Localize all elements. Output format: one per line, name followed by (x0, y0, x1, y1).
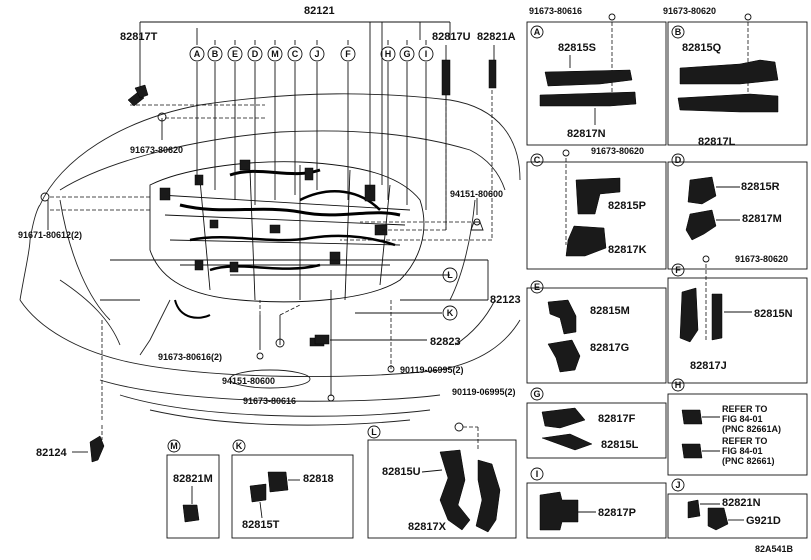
panel-H-ref1-line1: REFER TO (722, 404, 767, 414)
callout-circles: A B E D M C J F H G I L K (189, 46, 458, 321)
panel-F-part1: 82815N (754, 308, 793, 320)
panel-I-letter: I (536, 469, 539, 479)
engine-wire-harness (149, 159, 425, 347)
panel-K-part2: 82815T (242, 519, 280, 531)
label-82823: 82823 (430, 336, 461, 348)
label-94151-80600-right: 94151-80600 (450, 189, 503, 199)
label-91671-80612: 91671-80612(2) (18, 230, 82, 240)
callout-G: G (403, 49, 410, 59)
panel-C-bolt: 91673-80620 (591, 146, 644, 156)
panel-J-part1: 82821N (722, 497, 761, 509)
callout-D: D (252, 49, 259, 59)
panel-C-part1: 82815P (608, 200, 646, 212)
callout-A: A (194, 49, 201, 59)
label-91673-80616: 91673-80616 (243, 396, 296, 406)
callout-H: H (385, 49, 392, 59)
panel-A-part2: 82817N (567, 128, 606, 140)
panel-H-ref2-line1: REFER TO (722, 436, 767, 446)
label-82124: 82124 (36, 447, 67, 459)
callout-J: J (314, 49, 319, 59)
panel-K: K 82818 82815T (231, 439, 354, 539)
panel-D-part1: 82815R (741, 181, 780, 193)
panel-H-ref1-line3: (PNC 82661A) (722, 424, 781, 434)
panel-I: I 82817P (526, 467, 667, 539)
vehicle-body-outline (19, 93, 521, 426)
label-91673-80620-main: 91673-80620 (130, 145, 183, 155)
panel-I-part1: 82817P (598, 507, 636, 519)
panel-G-part1: 82817F (598, 413, 636, 425)
panel-A-part1: 82815S (558, 42, 596, 54)
panel-E-part2: 82817G (590, 342, 629, 354)
panel-H-ref2-line3: (PNC 82661) (722, 456, 775, 466)
callout-F: F (345, 49, 351, 59)
callout-I: I (425, 49, 428, 59)
panel-H-ref2-line2: FIG 84-01 (722, 446, 763, 456)
label-94151-80600-bottom: 94151-80600 (222, 376, 275, 386)
panel-D: D 82815R 82817M (667, 153, 808, 270)
panel-A: 91673-80616 A 82815S 82817N (526, 6, 667, 146)
label-82121: 82121 (304, 5, 335, 17)
label-82817T: 82817T (120, 31, 158, 43)
callout-C: C (292, 49, 299, 59)
panel-C-letter: C (534, 155, 541, 165)
callout-E: E (232, 49, 238, 59)
panel-K-part1: 82818 (303, 473, 334, 485)
diagram-code: 82A541B (755, 544, 794, 554)
label-90119-06995-b: 90119-06995(2) (452, 387, 516, 397)
panel-B: 91673-80620 B 82815Q 82817L (663, 6, 808, 148)
panel-L: L 82815U 82817X (367, 425, 517, 539)
panel-L-letter: L (371, 427, 377, 437)
panel-E-letter: E (534, 282, 540, 292)
panel-J-letter: J (675, 480, 680, 490)
panel-B-bolt: 91673-80620 (663, 6, 716, 16)
panel-L-part2: 82817X (408, 521, 447, 533)
callout-K-main: K (447, 308, 454, 318)
panel-F: 91673-80620 F 82815N 82817J (667, 254, 808, 384)
panel-F-bolt: 91673-80620 (735, 254, 788, 264)
panel-F-letter: F (675, 265, 681, 275)
label-82817U: 82817U (432, 31, 471, 43)
panel-J-part2: G921D (746, 515, 781, 527)
panel-M-part1: 82821M (173, 473, 213, 485)
panel-K-letter: K (236, 441, 243, 451)
panel-D-part2: 82817M (742, 213, 782, 225)
label-82123: 82123 (490, 294, 521, 306)
label-91673-80616-2: 91673-80616(2) (158, 352, 222, 362)
panel-E: E 82815M 82817G (526, 280, 667, 384)
panel-H-ref1-line2: FIG 84-01 (722, 414, 763, 424)
panel-B-part1: 82815Q (682, 42, 722, 54)
panel-D-letter: D (675, 155, 682, 165)
panel-J: J 82821N G921D (667, 478, 808, 539)
panel-M-letter: M (170, 441, 178, 451)
main-small-parts (40, 59, 497, 463)
panel-H: H REFER TO FIG 84-01 (PNC 82661A) REFER … (667, 378, 808, 476)
panel-E-part1: 82815M (590, 305, 630, 317)
panel-H-letter: H (675, 380, 682, 390)
panel-B-part2: 82817L (698, 136, 736, 148)
label-82821A: 82821A (477, 31, 516, 43)
panel-C: 91673-80620 C 82815P 82817K (526, 146, 667, 270)
panel-G-letter: G (533, 389, 540, 399)
callout-L-main: L (447, 270, 453, 280)
panel-L-part1: 82815U (382, 466, 421, 478)
panel-F-part2: 82817J (690, 360, 727, 372)
panel-A-bolt: 91673-80616 (529, 6, 582, 16)
panel-G: G 82817F 82815L (526, 387, 667, 459)
panel-M: M 82821M (166, 439, 220, 539)
panel-B-letter: B (675, 27, 682, 37)
panel-A-letter: A (534, 27, 541, 37)
callout-B: B (212, 49, 219, 59)
panel-C-part2: 82817K (608, 244, 647, 256)
panel-G-part2: 82815L (601, 439, 639, 451)
callout-M: M (271, 49, 279, 59)
callout-lines (47, 21, 495, 440)
label-90119-06995-a: 90119-06995(2) (400, 365, 464, 375)
